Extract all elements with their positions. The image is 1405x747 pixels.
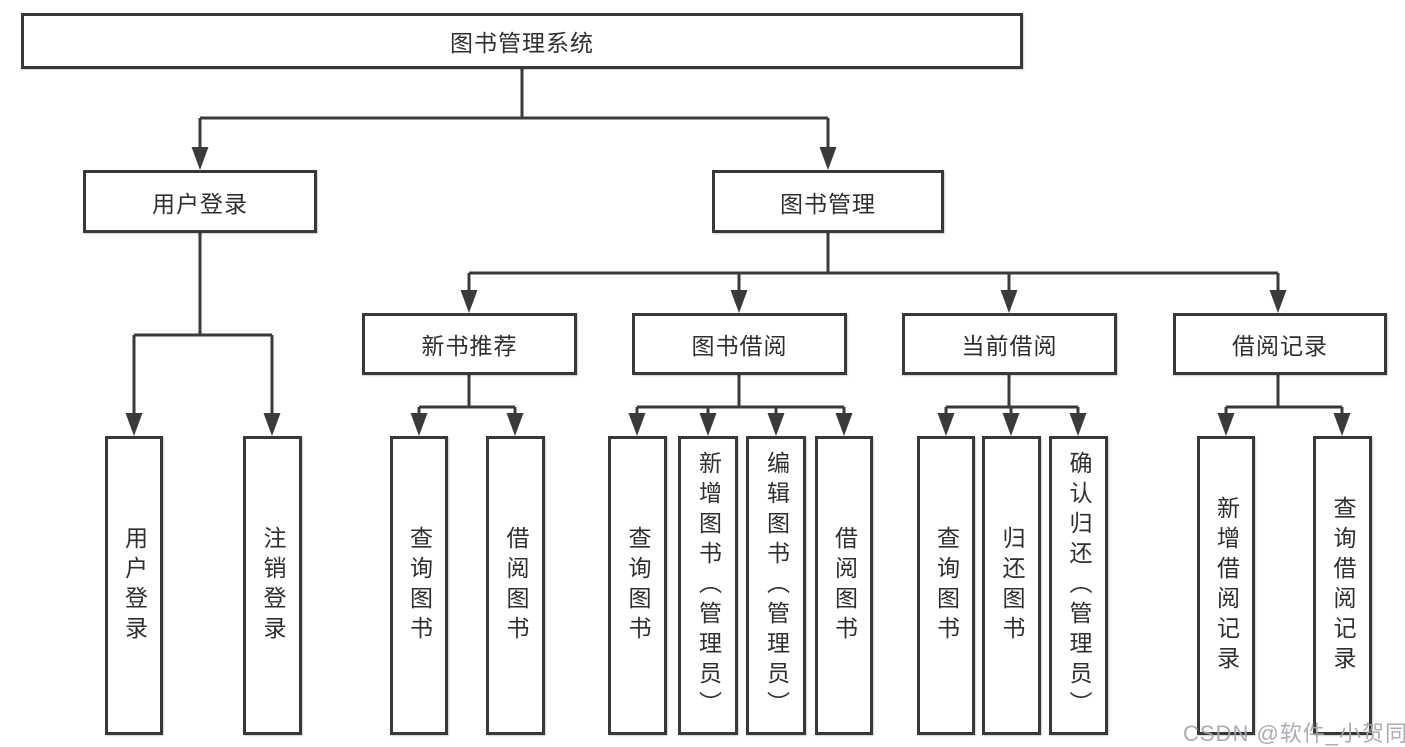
arrowhead bbox=[1069, 413, 1087, 436]
connector-current-borrowing-to-leaves bbox=[937, 375, 1087, 436]
arrowhead bbox=[730, 290, 748, 313]
leaf-confirm-return-admin-label: 确认归还（管理员） bbox=[1066, 450, 1092, 721]
leaf-confirm-return-admin: 确认归还（管理员） bbox=[1049, 436, 1108, 735]
leaf-return-books-label: 归还图书 bbox=[999, 525, 1025, 646]
arrowhead bbox=[263, 413, 281, 436]
node-new-book-recommendation: 新书推荐 bbox=[362, 313, 577, 375]
connector-borrow-records-to-leaves bbox=[1217, 375, 1351, 436]
leaf-borrow-books-1: 借阅图书 bbox=[486, 436, 545, 735]
arrowhead bbox=[767, 413, 785, 436]
arrowhead bbox=[819, 147, 837, 170]
leaf-add-books-admin: 新增图书（管理员） bbox=[678, 436, 738, 735]
leaf-query-books-3: 查询图书 bbox=[917, 436, 975, 735]
leaf-borrow-books-2-label: 借阅图书 bbox=[831, 525, 858, 646]
node-book-borrowing: 图书借阅 bbox=[632, 313, 847, 375]
arrowhead bbox=[1000, 290, 1018, 313]
leaf-query-borrow-record: 查询借阅记录 bbox=[1313, 436, 1372, 735]
node-new-book-recommendation-label: 新书推荐 bbox=[421, 333, 518, 359]
node-current-borrowing: 当前借阅 bbox=[902, 313, 1117, 375]
leaf-edit-books-admin: 编辑图书（管理员） bbox=[746, 436, 806, 735]
node-user-login: 用户登录 bbox=[83, 170, 317, 233]
leaf-add-borrow-record: 新增借阅记录 bbox=[1197, 436, 1255, 735]
leaf-logout-label: 注销登录 bbox=[260, 525, 286, 646]
connector-root-to-level2 bbox=[191, 69, 837, 170]
node-borrow-records-label: 借阅记录 bbox=[1232, 333, 1328, 359]
arrowhead bbox=[628, 413, 646, 436]
node-book-borrowing-label: 图书借阅 bbox=[691, 333, 788, 359]
leaf-query-books-2-label: 查询图书 bbox=[625, 525, 651, 646]
leaf-borrow-books-1-label: 借阅图书 bbox=[503, 525, 529, 646]
arrowhead bbox=[506, 413, 524, 436]
arrowhead bbox=[1217, 413, 1235, 436]
arrowhead bbox=[1002, 413, 1020, 436]
node-root-system-label: 图书管理系统 bbox=[450, 30, 594, 56]
connector-new-books-to-leaves bbox=[410, 375, 524, 436]
arrowhead bbox=[699, 413, 717, 436]
arrowhead bbox=[410, 413, 428, 436]
arrowhead bbox=[191, 147, 209, 170]
node-current-borrowing-label: 当前借阅 bbox=[961, 333, 1058, 359]
leaf-add-books-admin-label: 新增图书（管理员） bbox=[695, 450, 722, 721]
leaf-logout: 注销登录 bbox=[243, 436, 302, 735]
arrowhead bbox=[460, 290, 478, 313]
node-root-system: 图书管理系统 bbox=[21, 13, 1023, 69]
arrowhead bbox=[1269, 290, 1287, 313]
leaf-edit-books-admin-label: 编辑图书（管理员） bbox=[763, 450, 790, 721]
leaf-user-login-label: 用户登录 bbox=[121, 525, 148, 646]
leaf-query-books-1: 查询图书 bbox=[390, 436, 448, 735]
leaf-add-borrow-record-label: 新增借阅记录 bbox=[1213, 495, 1240, 676]
arrowhead bbox=[1333, 413, 1351, 436]
leaf-return-books: 归还图书 bbox=[982, 436, 1041, 735]
arrowhead bbox=[125, 413, 143, 436]
node-book-management-label: 图书管理 bbox=[780, 190, 876, 217]
leaf-query-books-2: 查询图书 bbox=[608, 436, 667, 735]
arrowhead bbox=[835, 413, 853, 436]
arrowhead bbox=[937, 413, 955, 436]
leaf-query-books-3-label: 查询图书 bbox=[933, 525, 960, 646]
leaf-query-books-1-label: 查询图书 bbox=[406, 525, 433, 646]
node-borrow-records: 借阅记录 bbox=[1173, 313, 1387, 375]
connector-book-borrowing-to-leaves bbox=[628, 375, 853, 436]
leaf-borrow-books-2: 借阅图书 bbox=[815, 436, 873, 735]
connector-book-management-to-level3 bbox=[460, 233, 1287, 313]
leaf-query-borrow-record-label: 查询借阅记录 bbox=[1330, 495, 1356, 676]
connector-user-login-to-leaves bbox=[125, 233, 281, 436]
node-user-login-label: 用户登录 bbox=[152, 190, 248, 217]
node-book-management: 图书管理 bbox=[712, 170, 944, 233]
csdn-watermark: CSDN @软件_小贺同学 bbox=[1183, 721, 1405, 746]
leaf-user-login: 用户登录 bbox=[105, 436, 163, 735]
